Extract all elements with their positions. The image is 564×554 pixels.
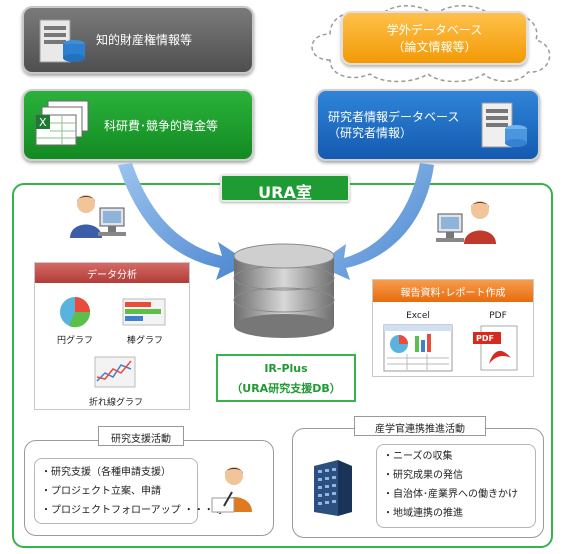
industry-list: ・ニーズの収集 ・研究成果の発信 ・自治体･産業界への働きかけ ・地域連携の推進 [376,444,536,528]
report-header: 報告資料･レポート作成 [373,280,533,302]
report-title: 報告資料･レポート作成 [400,288,506,299]
person-writing-icon [211,467,252,513]
ir-plus-box: IR-Plus （URA研究支援DB） [216,354,356,402]
server-icon [39,19,85,63]
excel-label: Excel [406,311,430,321]
research-support-title: 研究支援活動 [111,434,171,445]
data-analysis-header: データ分析 [35,263,189,283]
pdf-label: PDF [489,311,507,321]
research-support-list: ・研究支援（各種申請支援） ・プロジェクト立案、申請 ・プロジェクトフォローアッ… [34,458,224,524]
external-db-box: 学外データベース （論文情報等） [341,11,528,65]
industry-item: ・研究成果の発信 [383,470,463,481]
data-analysis-title: データ分析 [87,270,137,281]
funding-box: X 科研費･競争的資金等 [22,89,254,161]
pie-chart-icon [60,297,91,328]
ura-title-tab: URA室 [220,174,350,202]
pie-chart-label: 円グラフ [56,336,93,346]
ura-title: URA室 [258,183,312,202]
svg-text:PDF: PDF [476,334,494,343]
data-analysis-panel: データ分析 円グラフ 棒グラフ 折れ線グラフ [34,262,190,410]
excel-sheet-icon [383,324,453,372]
industry-title: 産学官連携推進活動 [375,424,465,435]
person-computer-icon [436,201,496,244]
ip-info-label: 知的財産権情報等 [96,33,193,47]
database-icon [233,243,335,338]
person-computer-icon [70,195,126,238]
line-chart-icon [94,356,136,388]
industry-tab: 産学官連携推進活動 [354,416,486,436]
industry-item: ・ニーズの収集 [383,451,453,462]
bar-chart-label: 棒グラフ [126,336,163,346]
building-icon [314,460,352,516]
research-support-tab: 研究支援活動 [98,426,184,446]
ir-plus-line2: （URA研究支援DB） [231,382,341,395]
research-support-item: ・プロジェクトフォローアップ ・・・等 [41,505,224,516]
funding-label: 科研費･競争的資金等 [104,119,219,133]
industry-item: ・自治体･産業界への働きかけ [383,489,518,500]
researcher-db-line1: 研究者情報データベース [328,110,460,124]
industry-item: ・地域連携の推進 [383,508,463,519]
report-panel: 報告資料･レポート作成 Excel PDF PDF [372,279,534,377]
line-chart-label: 折れ線グラフ [88,398,143,408]
external-db-line1: 学外データベース [386,23,483,37]
ir-plus-line1: IR-Plus [264,362,308,375]
ip-info-box: 知的財産権情報等 [22,6,254,74]
research-support-item: ・プロジェクト立案、申請 [41,486,161,497]
spreadsheet-icon: X [35,100,89,146]
researcher-db-box: 研究者情報データベース （研究者情報） [316,89,540,161]
svg-text:X: X [39,116,47,129]
bar-chart-icon [122,298,166,326]
external-db-line2: （論文情報等） [392,40,477,54]
researcher-db-line2: （研究者情報） [328,126,413,140]
research-support-item: ・研究支援（各種申請支援） [41,467,171,478]
server-icon [481,102,527,148]
pdf-icon: PDF [473,325,518,371]
